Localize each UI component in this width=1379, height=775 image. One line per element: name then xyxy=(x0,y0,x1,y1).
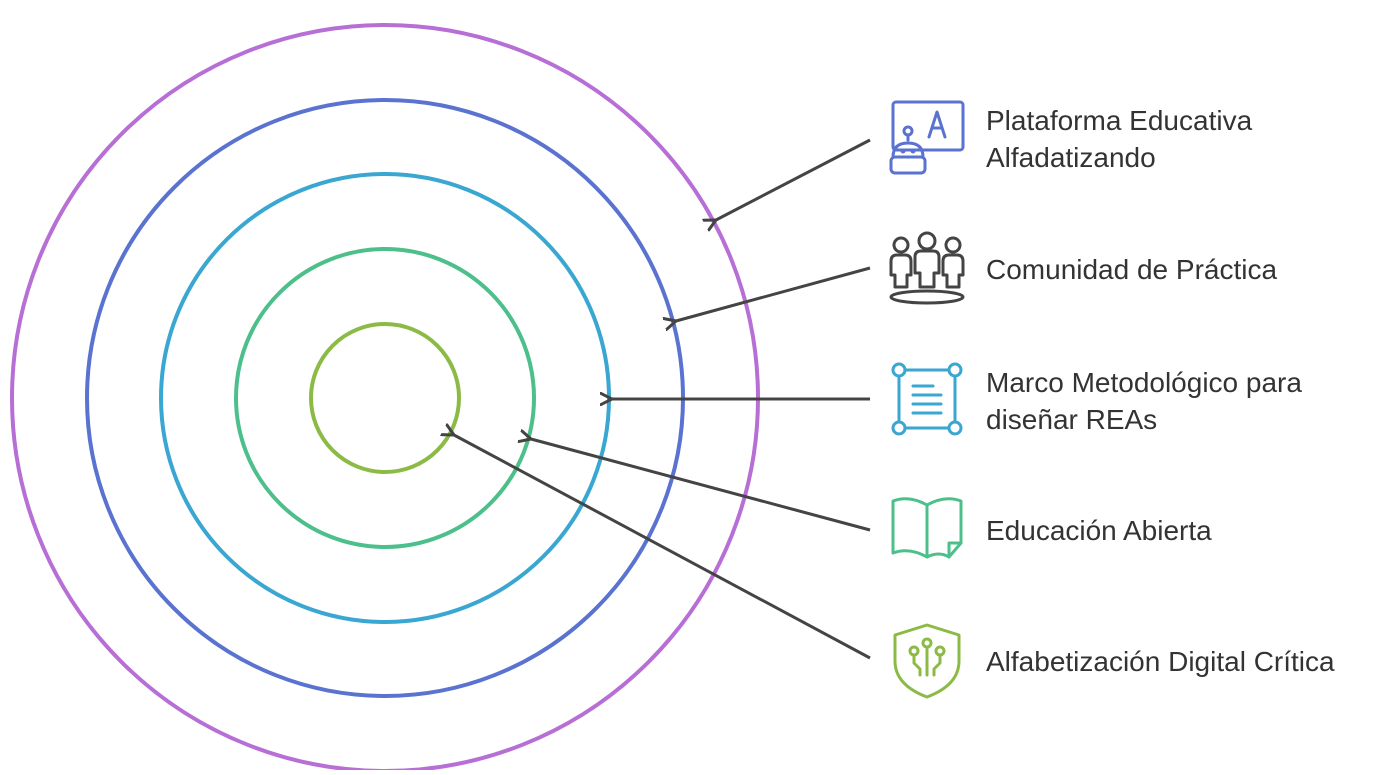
community-icon xyxy=(889,231,965,305)
label-alfabetizacion: Alfabetización Digital Crítica xyxy=(986,643,1335,680)
document-frame-icon xyxy=(891,362,963,436)
arrow-plataforma xyxy=(716,138,871,220)
label-plataforma-line-2: Alfadatizando xyxy=(986,142,1156,173)
label-educacion-line-1: Educación Abierta xyxy=(986,515,1212,546)
label-marco-line-1: Marco Metodológico para xyxy=(986,367,1302,398)
open-book-icon xyxy=(891,497,963,559)
label-alfabetizacion-line-1: Alfabetización Digital Crítica xyxy=(986,646,1335,677)
label-comunidad-line-1: Comunidad de Práctica xyxy=(986,254,1278,285)
ring-educacion xyxy=(234,247,536,549)
arrow-alfabetizacion xyxy=(454,435,871,660)
label-comunidad: Comunidad de Práctica xyxy=(986,251,1277,288)
label-marco: Marco Metodológico para diseñar REAs xyxy=(986,364,1302,438)
arrow-educacion xyxy=(531,439,871,532)
label-marco-line-2: diseñar REAs xyxy=(986,404,1158,435)
label-plataforma: Plataforma Educativa Alfadatizando xyxy=(986,102,1252,176)
tutor-screen-icon xyxy=(889,100,965,175)
label-plataforma-line-1: Plataforma Educativa xyxy=(986,105,1253,136)
circuit-shield-icon xyxy=(893,623,961,699)
ring-marco xyxy=(159,172,611,624)
ring-comunidad xyxy=(85,98,685,698)
arrow-comunidad xyxy=(676,266,871,321)
ring-alfabetizacion xyxy=(309,322,461,474)
label-educacion: Educación Abierta xyxy=(986,512,1212,549)
